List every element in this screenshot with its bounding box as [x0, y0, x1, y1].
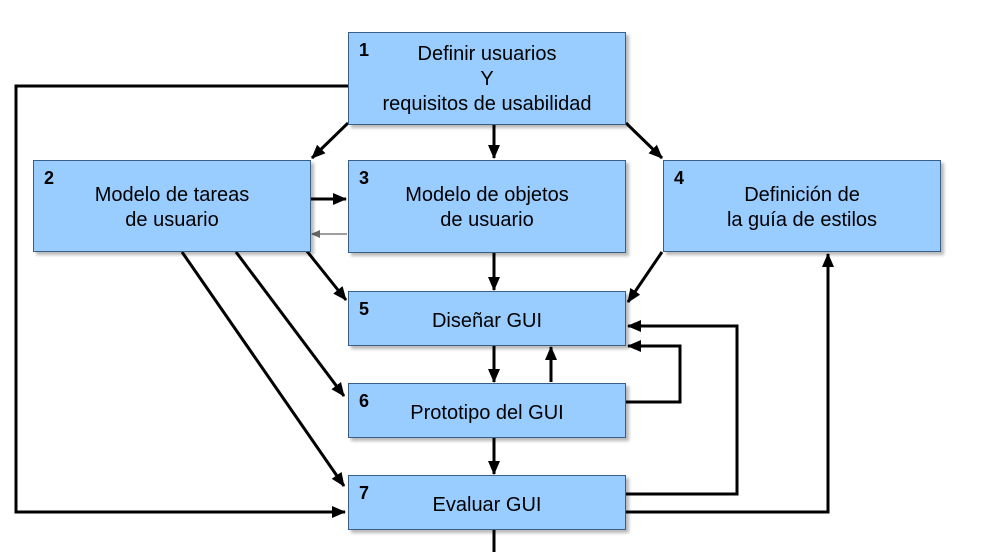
box-define-users: 1 Definir usuarios Y requisitos de usabi… [348, 32, 626, 125]
box-prototype: 6 Prototipo del GUI [348, 383, 626, 438]
box-number: 2 [44, 168, 55, 188]
label-line: Diseñar GUI [431, 310, 543, 332]
arrow-2-to-5 [304, 249, 348, 301]
label-line: Modelo de tareas [94, 184, 250, 206]
label-line: Definición de [744, 184, 860, 206]
box-label: Evaluar GUI [349, 493, 625, 518]
box-label: Definición de la guía de estilos [664, 183, 940, 233]
label-line: la guía de estilos [726, 209, 878, 231]
arrow-2-to-6 [234, 251, 346, 397]
arrow-1-to-4 [624, 121, 664, 160]
box-number: 6 [359, 391, 370, 411]
label-line: Prototipo del GUI [410, 402, 564, 424]
arrow-1-to-2 [310, 121, 350, 160]
box-label: Modelo de tareas de usuario [34, 183, 310, 233]
arrow-7-to-4 [626, 253, 834, 514]
label-line: Definir usuarios [417, 43, 557, 65]
arrow-7-loop-to-5 [626, 320, 739, 496]
box-number: 5 [359, 299, 370, 319]
label-line: de usuario [125, 209, 219, 231]
arrow-6-loop-to-5 [626, 340, 682, 404]
box-style-guide: 4 Definición de la guía de estilos [663, 160, 941, 252]
box-number: 1 [359, 40, 370, 60]
arrow-2-to-7 [180, 251, 346, 487]
box-label: Definir usuarios Y requisitos de usabili… [349, 42, 625, 117]
box-evaluate: 7 Evaluar GUI [348, 475, 626, 530]
label-line: Modelo de objetos [405, 184, 569, 206]
box-number: 7 [359, 483, 370, 503]
arrow-1-loop-to-7 [14, 84, 348, 518]
box-label: Prototipo del GUI [349, 401, 625, 426]
label-line: Evaluar GUI [432, 494, 542, 516]
box-task-model: 2 Modelo de tareas de usuario [33, 160, 311, 252]
label-line: requisitos de usabilidad [382, 93, 592, 115]
label-line: Y [480, 68, 494, 90]
box-label: Modelo de objetos de usuario [349, 183, 625, 233]
label-line: de usuario [440, 209, 534, 231]
box-number: 4 [674, 168, 685, 188]
box-label: Diseñar GUI [349, 309, 625, 334]
arrow-4-to-5 [626, 251, 664, 303]
box-object-model: 3 Modelo de objetos de usuario [348, 160, 626, 253]
box-number: 3 [359, 168, 370, 188]
box-design-gui: 5 Diseñar GUI [348, 291, 626, 346]
